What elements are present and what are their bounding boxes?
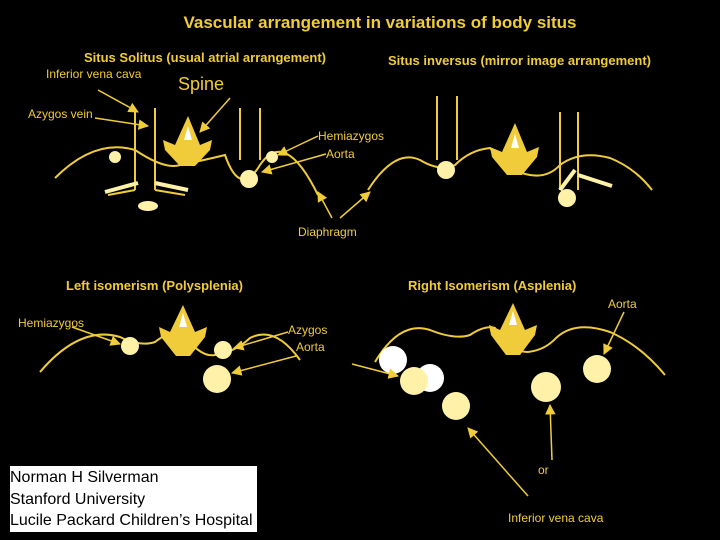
credit-hospital: Lucile Packard Children’s Hospital xyxy=(10,512,253,529)
credit-block: Norman H Silverman Stanford University L… xyxy=(10,466,257,532)
arrow-hemiazygos-left xyxy=(71,326,121,346)
label-aorta-right: Aorta xyxy=(608,297,637,311)
vessel-yellow-1 xyxy=(400,367,428,395)
arrow-ivc-right-b xyxy=(467,427,529,497)
hemiazygos-vessel-left xyxy=(121,337,139,355)
ivc-branch-left xyxy=(104,181,139,194)
spine-vertebra-inversus xyxy=(490,123,539,175)
arrow-azygos-left xyxy=(232,331,289,351)
spine-vertebra xyxy=(163,116,212,166)
spine-vertebra-right-iso xyxy=(489,303,537,355)
credit-university: Stanford University xyxy=(10,490,146,508)
panel-left-isomerism: Left isomerism (Polysplenia) Hemiazygos … xyxy=(18,278,327,393)
arrow-hemiazygos xyxy=(277,135,319,156)
heading-situs-inversus: Situs inversus (mirror image arrangement… xyxy=(388,53,651,68)
credit-author: Norman H Silverman xyxy=(10,469,159,486)
aorta-vessel-right xyxy=(583,355,611,383)
heading-right-isomerism: Right Isomerism (Asplenia) xyxy=(408,278,576,293)
ivc-vessel xyxy=(138,201,158,211)
label-aorta-left: Aorta xyxy=(296,340,325,354)
aorta-vessel-inversus xyxy=(437,161,455,179)
label-azygos-vein: Azygos vein xyxy=(28,107,93,121)
label-hemiazygos-left: Hemiazygos xyxy=(18,316,84,330)
diagram-title: Vascular arrangement in variations of bo… xyxy=(183,13,576,32)
label-ivc-line: Inferior vena cava xyxy=(46,67,142,81)
azygos-vessel-left xyxy=(214,341,232,359)
aorta-vessel-left xyxy=(203,365,231,393)
ivc-branch-inversus xyxy=(577,173,613,188)
spine-vertebra-left-iso xyxy=(159,305,207,356)
arrow-diaphragm-left xyxy=(317,191,333,219)
vessel-yellow-3 xyxy=(531,372,561,402)
arrow-ivc-right-c xyxy=(351,363,400,379)
aorta-vessel xyxy=(240,170,258,188)
arrow-azygos xyxy=(94,117,150,130)
label-inferior-vena-cava: Inferior vena cava xyxy=(46,67,142,81)
arrow-aorta-left xyxy=(230,355,297,376)
label-ivc-right: Inferior vena cava xyxy=(508,511,604,525)
label-hemiazygos: Hemiazygos xyxy=(318,129,384,143)
heading-situs-solitus: Situs Solitus (usual atrial arrangement) xyxy=(84,50,326,65)
label-azygos-left: Azygos xyxy=(288,323,327,337)
label-aorta: Aorta xyxy=(326,147,355,161)
label-diaphragm: Diaphragm xyxy=(298,225,357,239)
arrow-diaphragm-right xyxy=(339,191,371,219)
vessel-white-1 xyxy=(379,346,407,374)
ivc-vessel-inversus xyxy=(558,189,576,207)
arrow-spine xyxy=(199,97,231,133)
arrow-ivc xyxy=(97,89,139,113)
heading-left-isomerism: Left isomerism (Polysplenia) xyxy=(66,278,243,293)
ivc-branch-right xyxy=(154,181,189,192)
panel-situs-inversus: Situs inversus (mirror image arrangement… xyxy=(367,53,653,207)
label-spine: Spine xyxy=(178,74,224,94)
arrow-ivc-right-a xyxy=(545,403,556,461)
panel-right-isomerism: Right Isomerism (Asplenia) Aorta or Infe… xyxy=(351,278,666,525)
arrow-aorta-right xyxy=(603,311,625,355)
azygos-vessel xyxy=(109,151,121,163)
panel-situs-solitus: Situs Solitus (usual atrial arrangement)… xyxy=(28,50,384,239)
arrow-aorta xyxy=(260,153,327,175)
ivc-branch2-inversus xyxy=(558,168,577,192)
label-or: or xyxy=(538,463,549,477)
ivc-tube xyxy=(107,108,186,196)
vessel-yellow-2 xyxy=(442,392,470,420)
hemiazygos-vessel xyxy=(266,151,278,163)
